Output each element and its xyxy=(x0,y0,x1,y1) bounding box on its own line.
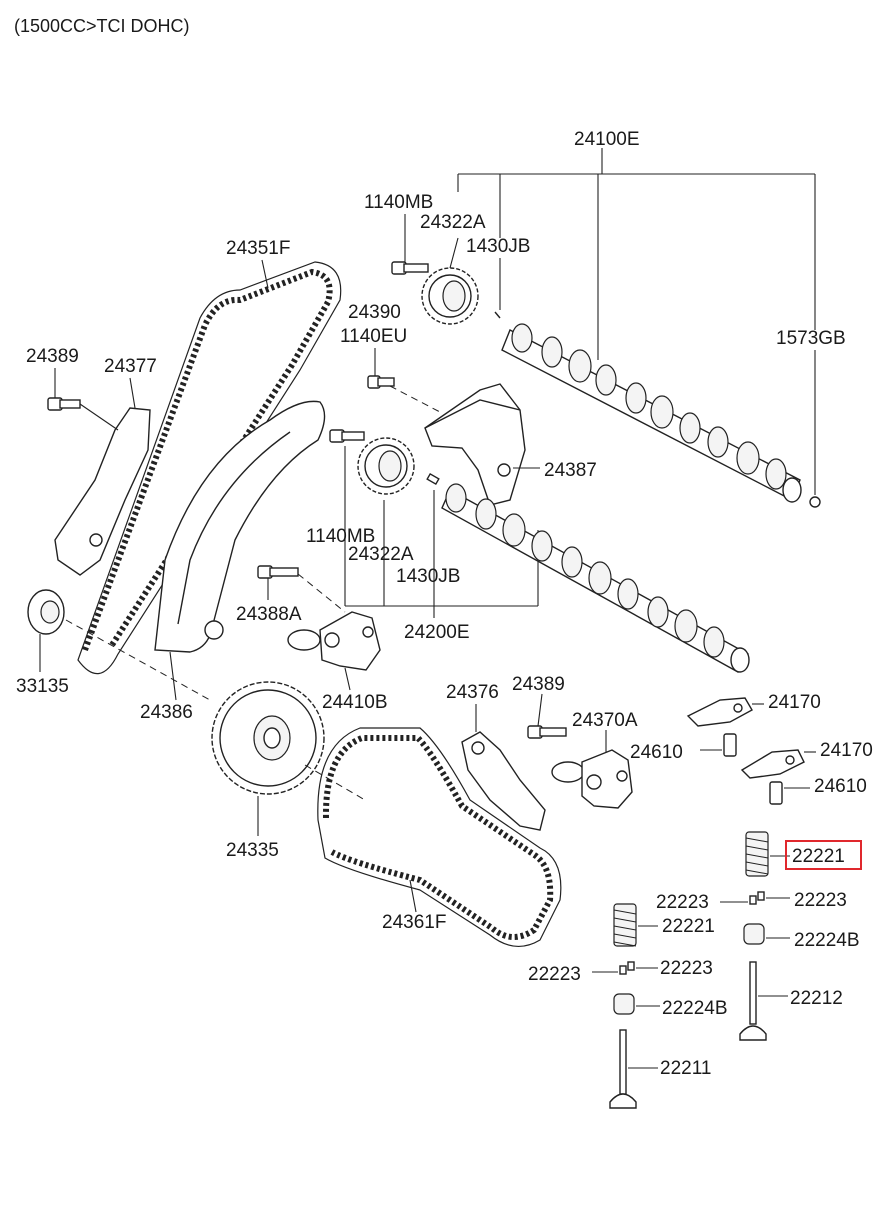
label-24351F: 24351F xyxy=(226,238,290,259)
bolt-24389-right xyxy=(527,693,567,739)
upper-timing-chain xyxy=(77,259,342,675)
tensioner-lever-24377 xyxy=(54,377,151,576)
label-24386: 24386 xyxy=(140,702,193,723)
bolt-1140MB-mid xyxy=(329,429,365,443)
label-24376: 24376 xyxy=(446,682,499,703)
part-labels: 24100E 1140MB 24322A 1430JB 24351F 24390… xyxy=(16,129,873,1079)
washer-33135 xyxy=(27,589,211,701)
label-22212: 22212 xyxy=(790,988,843,1009)
label-22221-highlighted: 22221 xyxy=(792,846,845,867)
label-24322A-mid: 24322A xyxy=(348,544,414,565)
label-24390: 24390 xyxy=(348,302,401,323)
rocker-arm-24170-bot xyxy=(740,749,816,779)
bracket-24387 xyxy=(389,383,540,506)
label-24361F: 24361F xyxy=(382,912,446,933)
label-1430JB-top: 1430JB xyxy=(466,236,530,257)
upper-cam-sprocket xyxy=(421,237,479,325)
bolt-24388A xyxy=(257,565,346,613)
label-24100E: 24100E xyxy=(574,129,640,150)
lash-adjuster-24610-top xyxy=(700,733,737,757)
upper-camshaft xyxy=(494,311,821,508)
valve-22212 xyxy=(739,961,788,1041)
label-24388A: 24388A xyxy=(236,604,302,625)
label-1430JB-mid: 1430JB xyxy=(396,566,460,587)
label-24377: 24377 xyxy=(104,356,157,377)
chain-guide-24376 xyxy=(461,704,546,831)
lower-timing-chain xyxy=(317,727,562,947)
crank-sprocket-24335 xyxy=(211,681,366,836)
label-24170-bot: 24170 xyxy=(820,740,873,761)
label-1140MB-top: 1140MB xyxy=(364,192,433,213)
label-24370A: 24370A xyxy=(572,710,638,731)
label-24389-left: 24389 xyxy=(26,346,79,367)
label-22223-b: 22223 xyxy=(794,890,847,911)
label-24610-bot: 24610 xyxy=(814,776,867,797)
tensioner-24370A xyxy=(551,730,633,809)
chain-guide-24386 xyxy=(154,400,326,701)
label-24610-top: 24610 xyxy=(630,742,683,763)
label-33135: 33135 xyxy=(16,676,69,697)
label-1573GB: 1573GB xyxy=(776,328,846,349)
bolt-1140MB-top xyxy=(391,214,429,275)
label-24335: 24335 xyxy=(226,840,279,861)
diagram-title: (1500CC>TCI DOHC) xyxy=(14,16,190,36)
label-22223-d: 22223 xyxy=(660,958,713,979)
label-22224B-top: 22224B xyxy=(794,930,860,951)
bolt-1140EU xyxy=(367,348,395,389)
rocker-arm-24170-top xyxy=(686,697,764,727)
valve-keepers-bottom xyxy=(592,961,658,975)
label-22223-a: 22223 xyxy=(656,892,709,913)
valve-spring-mid xyxy=(613,903,658,947)
valve-keepers-top xyxy=(720,891,790,905)
label-24200E: 24200E xyxy=(404,622,470,643)
label-22224B-bot: 22224B xyxy=(662,998,728,1019)
leader-24100E xyxy=(457,148,816,495)
valve-seal-top xyxy=(743,923,790,945)
lower-camshaft xyxy=(426,472,750,673)
tensioner-24410B xyxy=(287,611,381,691)
lash-adjuster-24610-bot xyxy=(769,781,810,805)
label-24387: 24387 xyxy=(544,460,597,481)
label-24410B: 24410B xyxy=(322,692,388,713)
label-22223-c: 22223 xyxy=(528,964,581,985)
label-22211: 22211 xyxy=(660,1058,711,1079)
label-1140MB-mid: 1140MB xyxy=(306,526,375,547)
valve-spring-top xyxy=(745,831,790,877)
label-1140EU: 1140EU xyxy=(340,326,407,347)
plug-1573GB xyxy=(809,496,821,508)
label-24170-top: 24170 xyxy=(768,692,821,713)
bolt-24389-left xyxy=(47,368,119,431)
label-24322A-top: 24322A xyxy=(420,212,486,233)
label-22221-mid: 22221 xyxy=(662,916,715,937)
valve-22211 xyxy=(609,1029,658,1109)
highlight-box-22221 xyxy=(785,840,862,870)
valve-seal-bottom xyxy=(613,993,660,1015)
lower-cam-sprocket xyxy=(357,437,415,495)
label-24389-right: 24389 xyxy=(512,674,565,695)
